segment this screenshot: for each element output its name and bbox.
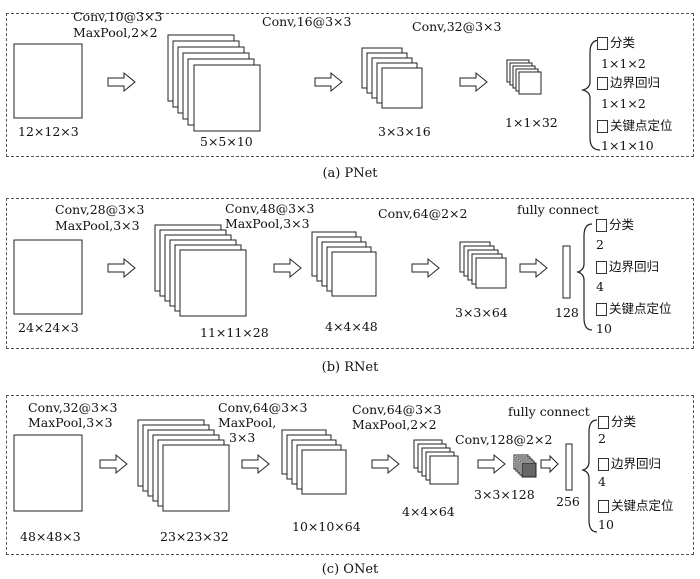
pnet-l3-conv-label: Conv,32@3×3: [412, 19, 502, 34]
onet-fc-bar: [565, 443, 573, 491]
onet-l4-stack: [513, 454, 537, 478]
onet-out-box-dim: 4: [598, 474, 606, 489]
onet-arrow-3: [371, 453, 400, 475]
onet-l3-stack: [413, 439, 459, 485]
pnet-l1-size: 5×5×10: [200, 134, 253, 149]
onet-arrow-4: [477, 453, 506, 475]
pnet-l1-stack: [167, 34, 261, 132]
pnet-cls-checkbox: [597, 37, 608, 50]
rnet-l3-size: 3×3×64: [455, 305, 508, 320]
onet-brace: [581, 419, 598, 533]
pnet-l2-conv-label: Conv,16@3×3: [262, 14, 352, 29]
onet-l3-conv-label: Conv,64@3×3: [352, 402, 442, 417]
onet-out-kp-dim: 10: [598, 517, 614, 532]
rnet-l1-pool-label: MaxPool,3×3: [55, 218, 140, 233]
onet-l1-conv-label: Conv,32@3×3: [28, 400, 118, 415]
pnet-input-box: [13, 43, 83, 119]
onet-l2-conv-label: Conv,64@3×3: [218, 400, 308, 415]
rnet-cls-checkbox: [596, 219, 607, 232]
rnet-arrow-1: [107, 257, 136, 279]
onet-l3-size: 4×4×64: [402, 504, 455, 519]
rnet-arrow-4: [519, 257, 548, 279]
pnet-arrow-3: [459, 71, 488, 93]
onet-l1-stack: [137, 419, 230, 512]
onet-arrow-5: [540, 454, 559, 474]
rnet-l3-stack: [459, 241, 507, 289]
rnet-l2-size: 4×4×48: [325, 319, 378, 334]
onet-l2-stack: [281, 429, 347, 495]
onet-out-cls-dim: 2: [598, 431, 606, 446]
pnet-arrow-1: [107, 71, 136, 93]
rnet-l1-stack: [154, 224, 247, 317]
rnet-box-checkbox: [596, 261, 607, 274]
onet-panel: [6, 395, 694, 555]
rnet-fc-label: fully connect: [517, 202, 599, 217]
onet-kp-checkbox: [598, 500, 609, 513]
onet-l4-size: 3×3×128: [474, 487, 535, 502]
pnet-kp-checkbox: [597, 120, 608, 133]
rnet-out-kp-dim: 10: [596, 321, 612, 336]
pnet-l3-size: 1×1×32: [505, 115, 558, 130]
onet-l2-pool-label-a: MaxPool,: [218, 415, 277, 430]
rnet-out-cls: 分类: [609, 217, 635, 232]
rnet-kp-checkbox: [596, 303, 607, 316]
onet-l2-pool-label-b: 3×3: [229, 430, 256, 445]
rnet-brace: [576, 223, 593, 331]
pnet-panel: [6, 13, 694, 157]
onet-fc-size: 256: [556, 494, 580, 509]
rnet-l2-pool-label: MaxPool,3×3: [225, 216, 310, 231]
pnet-out-kp: 关键点定位: [610, 118, 673, 133]
rnet-caption: (b) RNet: [321, 360, 379, 375]
rnet-out-box-dim: 4: [596, 279, 604, 294]
rnet-out-box: 边界回归: [609, 259, 660, 274]
onet-l3-pool-label: MaxPool,2×2: [352, 417, 437, 432]
pnet-out-cls-dim: 1×1×2: [601, 56, 646, 71]
rnet-arrow-3: [411, 257, 440, 279]
onet-input-box: [13, 434, 83, 512]
onet-out-cls: 分类: [611, 414, 637, 429]
onet-l4-conv-label: Conv,128@2×2: [455, 432, 553, 447]
pnet-arrow-2: [314, 71, 343, 93]
rnet-arrow-2: [273, 257, 302, 279]
onet-caption: (c) ONet: [321, 562, 379, 577]
rnet-l2-conv-label: Conv,48@3×3: [225, 201, 315, 216]
onet-box-checkbox: [598, 458, 609, 471]
rnet-out-kp: 关键点定位: [609, 301, 672, 316]
rnet-l1-conv-label: Conv,28@3×3: [55, 202, 145, 217]
rnet-fc-bar: [562, 245, 571, 299]
pnet-out-kp-dim: 1×1×10: [601, 138, 654, 153]
pnet-out-box-dim: 1×1×2: [601, 96, 646, 111]
onet-input-size: 48×48×3: [20, 529, 81, 544]
pnet-caption: (a) PNet: [322, 166, 378, 181]
pnet-l3-stack: [506, 59, 542, 95]
rnet-l2-stack: [311, 231, 377, 297]
pnet-out-cls: 分类: [610, 35, 636, 50]
onet-out-box: 边界回归: [611, 456, 662, 471]
onet-out-kp: 关键点定位: [611, 498, 674, 513]
rnet-out-cls-dim: 2: [596, 237, 604, 252]
rnet-fc-size: 128: [555, 305, 579, 320]
pnet-out-box: 边界回归: [610, 75, 661, 90]
onet-arrow-2: [241, 453, 270, 475]
rnet-input-box: [13, 239, 83, 315]
pnet-box-checkbox: [597, 77, 608, 90]
pnet-l1-conv-label: Conv,10@3×3: [73, 9, 163, 24]
onet-fc-label: fully connect: [508, 404, 590, 419]
onet-arrow-1: [99, 453, 128, 475]
rnet-l3-conv-label: Conv,64@2×2: [378, 206, 468, 221]
pnet-input-size: 12×12×3: [18, 124, 79, 139]
pnet-l2-size: 3×3×16: [378, 124, 431, 139]
rnet-panel: [6, 198, 694, 349]
rnet-input-size: 24×24×3: [18, 320, 79, 335]
rnet-l1-size: 11×11×28: [200, 325, 269, 340]
pnet-l2-stack: [361, 47, 423, 109]
onet-l1-pool-label: MaxPool,3×3: [28, 415, 113, 430]
onet-l2-size: 10×10×64: [292, 519, 361, 534]
pnet-l1-pool-label: MaxPool,2×2: [73, 25, 158, 40]
pnet-brace: [580, 39, 601, 151]
onet-l1-size: 23×23×32: [160, 529, 229, 544]
onet-cls-checkbox: [598, 416, 609, 429]
